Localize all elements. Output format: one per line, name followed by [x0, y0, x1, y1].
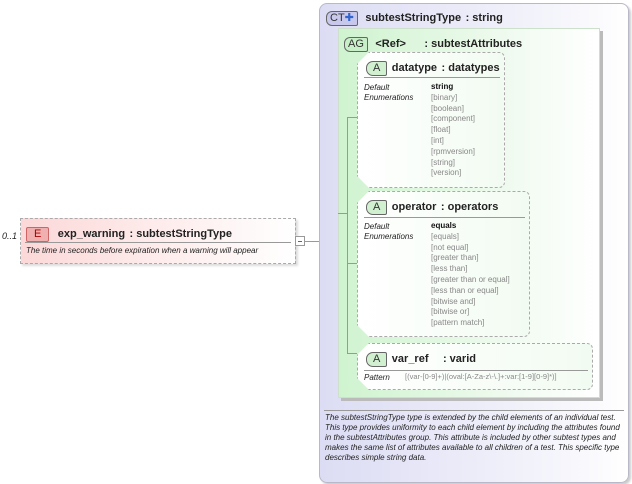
enumerations-label: Enumerations [364, 232, 414, 241]
enum-value: [greater than] [431, 253, 479, 263]
enum-value: [equals] [431, 231, 460, 241]
element-exp-warning[interactable]: E exp_warning : subtestStringType The ti… [20, 218, 296, 264]
branch [347, 263, 357, 264]
enum-value: [greater than or equal] [431, 274, 510, 284]
divider [364, 370, 588, 371]
pattern-label: Pattern [364, 373, 390, 382]
enum-value: [pattern match] [431, 318, 485, 328]
enum-value: [bitwise or] [431, 307, 470, 317]
enum-value: [component] [431, 114, 476, 124]
element-name: exp_warning [57, 228, 126, 240]
attribute-var-ref[interactable]: A var_ref : varid Pattern [(var-[0-9]+)|… [357, 343, 593, 390]
enum-value: [string] [431, 157, 456, 167]
connector [305, 241, 319, 242]
attribute-type: : datatypes [441, 62, 500, 74]
divider [364, 77, 500, 78]
minus-icon [298, 241, 302, 242]
tree-line [347, 117, 348, 354]
enumerations-label: Enumerations [364, 93, 414, 102]
attribute-group-ref: <Ref> [375, 38, 406, 50]
complex-type-badge: CT✚ [326, 11, 358, 26]
attribute-group-name: : subtestAttributes [424, 38, 523, 50]
enum-value: [binary] [431, 92, 458, 102]
attribute-group-badge: AG [344, 37, 368, 52]
attribute-name: var_ref [391, 353, 429, 365]
attribute-badge: A [366, 200, 387, 215]
attribute-name: datatype [391, 62, 438, 74]
enum-value: [int] [431, 135, 444, 145]
element-badge: E [26, 227, 50, 242]
element-description: The time in seconds before expiration wh… [26, 246, 259, 255]
cardinality: 0..1 [2, 231, 18, 241]
divider [25, 242, 291, 243]
pattern-value: [(var-[0-9]+)|(oval:[A-Za-z\-\.]+:var:[1… [405, 372, 557, 381]
branch [338, 213, 347, 214]
default-label: Default [364, 83, 390, 92]
enum-value: [boolean] [431, 103, 464, 113]
complex-type-name: subtestStringType [365, 12, 462, 24]
enum-value: [not equal] [431, 242, 469, 252]
plus-icon: ✚ [344, 12, 354, 24]
divider [364, 217, 525, 218]
attribute-type: : varid [442, 353, 476, 365]
enum-value: [less than] [431, 264, 468, 274]
enum-value: [version] [431, 168, 462, 178]
default-value: string [431, 82, 454, 91]
divider [324, 410, 624, 411]
collapse-toggle[interactable] [295, 236, 305, 246]
enum-value: [rpmversion] [431, 146, 476, 156]
complex-type-base: : string [465, 12, 503, 24]
default-label: Default [364, 222, 390, 231]
attribute-operator[interactable]: A operator : operators Default Enumerati… [357, 191, 530, 337]
attribute-type: : operators [440, 201, 499, 213]
enum-value: [less than or equal] [431, 285, 499, 295]
attribute-badge: A [366, 61, 387, 76]
enum-value: [bitwise and] [431, 296, 476, 306]
attribute-badge: A [366, 352, 387, 367]
attribute-name: operator [391, 201, 437, 213]
branch [347, 353, 357, 354]
attribute-datatype[interactable]: A datatype : datatypes Default Enumerati… [357, 52, 505, 188]
complex-type-description: The subtestStringType type is extended b… [325, 413, 620, 462]
enum-value: [float] [431, 125, 451, 135]
branch [347, 117, 357, 118]
element-type: : subtestStringType [129, 228, 232, 240]
default-value: equals [431, 221, 457, 230]
